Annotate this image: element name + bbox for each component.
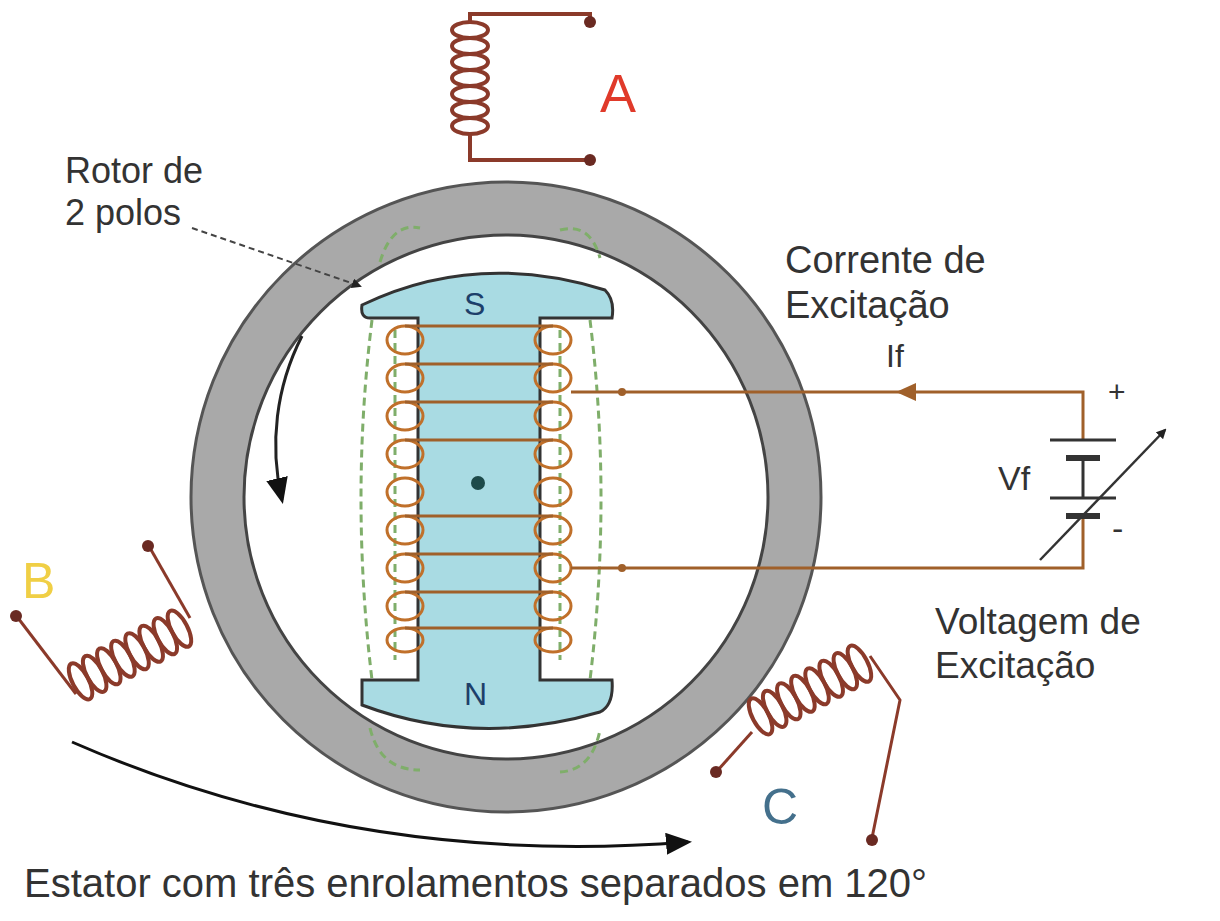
leader-line xyxy=(192,228,360,286)
phase-label: B xyxy=(22,552,72,611)
polarity-mark: + xyxy=(1108,374,1138,409)
signal-name: Vf xyxy=(998,458,1048,498)
phase-label: A xyxy=(600,62,660,126)
winding-turns xyxy=(405,326,553,628)
pole-label: S xyxy=(464,286,504,324)
phase-label: C xyxy=(762,778,822,837)
stator-coil-a xyxy=(452,14,590,160)
polarity-mark: - xyxy=(1112,508,1142,548)
stator-bore xyxy=(244,235,768,759)
field-winding xyxy=(387,326,571,652)
stator-ring xyxy=(191,182,821,812)
rotation-arrow xyxy=(276,336,302,500)
stator-coil-b xyxy=(64,607,196,702)
current-arrow xyxy=(896,383,916,401)
phase-sequence-arrow xyxy=(72,742,688,846)
shaft-center xyxy=(471,476,485,490)
signal-name: If xyxy=(886,338,946,376)
part-label: Rotor de 2 polos xyxy=(65,150,215,235)
pole-label: N xyxy=(464,676,504,714)
part-label: Voltagem de Excitação xyxy=(935,600,1210,687)
rotor-core xyxy=(362,273,613,728)
stator-coil-c xyxy=(744,642,876,737)
part-label: Corrente de Excitação xyxy=(785,238,1045,328)
variable-arrow xyxy=(1040,430,1165,560)
battery-symbol xyxy=(1050,440,1116,516)
caption: Estator com três enrolamentos separados … xyxy=(24,860,1194,907)
field-wires xyxy=(571,392,1083,568)
